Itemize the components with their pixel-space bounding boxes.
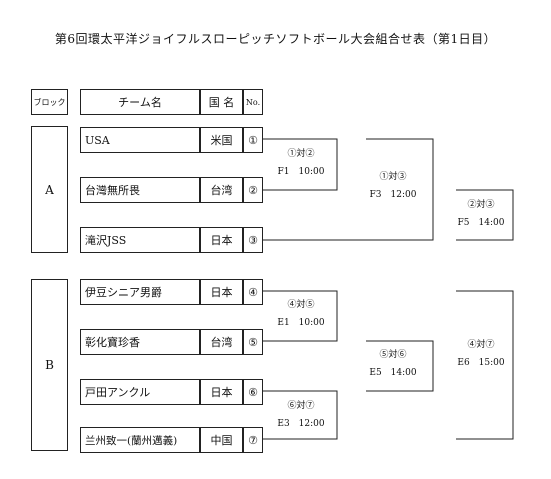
match-pair: ①対② (287, 149, 315, 159)
team-no: ⑤ (243, 329, 263, 355)
team-country: 中国 (200, 427, 243, 453)
team-name: 彰化寶珍香 (80, 329, 200, 355)
team-country: 米国 (200, 127, 243, 153)
bracket-line-6v7 (263, 390, 338, 440)
team-no: ③ (243, 227, 263, 253)
match-slot: E5 14:00 (369, 368, 417, 378)
match-slot: F5 14:00 (457, 218, 505, 228)
match-label: ①対② F1 10:00 (268, 145, 334, 181)
page-title: 第6回環太平洋ジョイフルスローピッチソフトボール大会組合せ表（第1日目） (54, 32, 497, 46)
match-label: ⑤対⑥ E5 14:00 (358, 346, 428, 382)
match-label: ④対⑦ E6 15:00 (450, 336, 512, 372)
team-name: USA (80, 127, 200, 153)
team-country: 日本 (200, 227, 243, 253)
team-no: ⑥ (243, 379, 263, 405)
match-slot: E1 10:00 (277, 318, 325, 328)
team-name: 伊豆シニア男爵 (80, 279, 200, 305)
team-country: 日本 (200, 279, 243, 305)
match-pair: ④対⑦ (467, 340, 495, 350)
header-no: No. (243, 89, 263, 115)
match-pair: ①対③ (379, 172, 407, 182)
team-name: 戸田アンクル (80, 379, 200, 405)
team-country: 日本 (200, 379, 243, 405)
bracket-line-5v6 (366, 340, 434, 392)
header-country: 国 名 (200, 89, 243, 115)
header-team-name: チーム名 (80, 89, 200, 115)
team-no: ⑦ (243, 427, 263, 453)
match-pair: ⑥対⑦ (287, 401, 315, 411)
bracket-line-1v2 (263, 138, 338, 191)
match-slot: F3 12:00 (369, 190, 417, 200)
match-slot: F1 10:00 (277, 167, 325, 177)
team-name: 台灣無所畏 (80, 177, 200, 203)
match-pair: ④対⑤ (287, 300, 315, 310)
team-no: ① (243, 127, 263, 153)
match-label: ④対⑤ E1 10:00 (268, 296, 334, 332)
match-slot: E6 15:00 (457, 358, 505, 368)
bracket-line-4v7 (456, 290, 514, 440)
match-label: ②対③ F5 14:00 (450, 196, 512, 232)
header-block: ブロック (31, 89, 68, 115)
match-label: ①対③ F3 12:00 (358, 168, 428, 204)
match-slot: E3 12:00 (277, 419, 325, 429)
block-a-label: A (31, 126, 68, 253)
bracket-line-1v3 (263, 138, 434, 241)
team-name: 滝沢JSS (80, 227, 200, 253)
block-b-label: B (31, 279, 68, 451)
match-label: ⑥対⑦ E3 12:00 (268, 397, 334, 433)
team-no: ② (243, 177, 263, 203)
team-no: ④ (243, 279, 263, 305)
match-pair: ②対③ (467, 200, 495, 210)
bracket-line-2v3 (456, 189, 514, 241)
team-country: 台湾 (200, 177, 243, 203)
bracket-line-4v5 (263, 290, 338, 342)
team-name: 兰州致一(蘭州邁義) (80, 427, 200, 453)
match-pair: ⑤対⑥ (379, 350, 407, 360)
team-country: 台湾 (200, 329, 243, 355)
